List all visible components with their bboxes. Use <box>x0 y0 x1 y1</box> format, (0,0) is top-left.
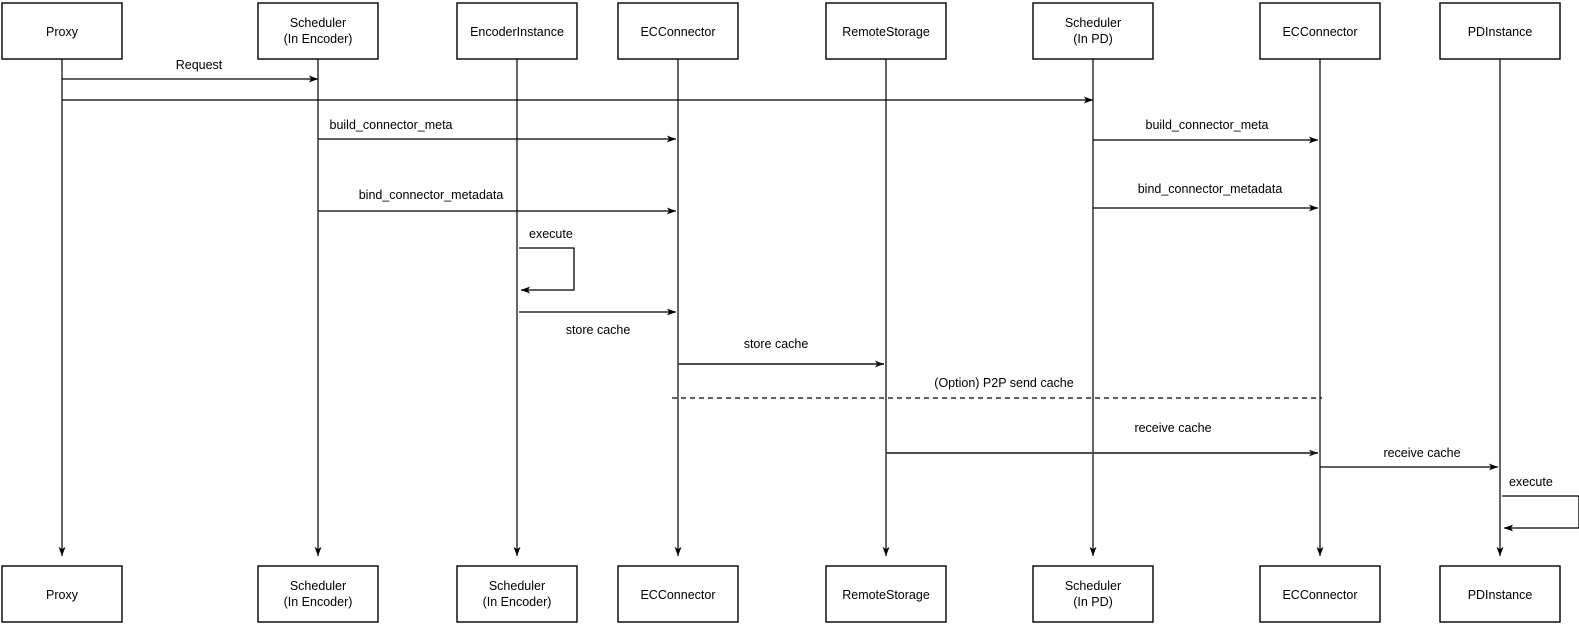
actor-label: EncoderInstance <box>470 25 564 39</box>
messages-layer: Request build_connector_meta build_connect… <box>62 58 1499 471</box>
bottom-actor-box-pd_inst[interactable]: PDInstance <box>1439 565 1561 623</box>
message-m5[interactable]: bind_connector_metadata <box>318 188 677 215</box>
bottom-actor-box-encoder_inst[interactable]: Scheduler (In Encoder) <box>456 565 578 623</box>
top-actor-box-encoder_inst[interactable]: EncoderInstance <box>456 2 578 60</box>
bottom-actor-box-proxy[interactable]: Proxy <box>1 565 123 623</box>
message-label: receive cache <box>1383 446 1460 460</box>
self-loop-s1[interactable]: execute <box>519 227 575 294</box>
actor-sublabel: (In Encoder) <box>284 32 353 46</box>
top-actor-boxes: Proxy Scheduler (In Encoder) EncoderInstanc… <box>1 2 1561 60</box>
top-actor-box-pd_inst[interactable]: PDInstance <box>1439 2 1561 60</box>
top-actor-box-sched_pd[interactable]: Scheduler (In PD) <box>1032 2 1154 60</box>
top-actor-box-sched_enc[interactable]: Scheduler (In Encoder) <box>257 2 379 60</box>
message-m11[interactable]: receive cache <box>1320 446 1499 471</box>
message-label: store cache <box>566 323 631 337</box>
message-label: build_connector_meta <box>330 118 453 132</box>
actor-label: ECConnector <box>1282 25 1357 39</box>
actor-label: Scheduler <box>290 579 346 593</box>
top-actor-box-ec_conn_pd[interactable]: ECConnector <box>1259 2 1381 60</box>
message-m6[interactable]: bind_connector_metadata <box>1093 182 1319 212</box>
message-m3[interactable]: build_connector_meta <box>318 118 677 143</box>
self-loop-path <box>1502 495 1579 532</box>
actor-label: PDInstance <box>1468 25 1533 39</box>
bottom-actor-box-ec_conn_pd[interactable]: ECConnector <box>1259 565 1381 623</box>
top-actor-box-remote_store[interactable]: RemoteStorage <box>825 2 947 60</box>
actor-label: PDInstance <box>1468 588 1533 602</box>
message-label: Request <box>176 58 223 72</box>
actor-label: ECConnector <box>640 588 715 602</box>
actor-label: Scheduler <box>290 16 346 30</box>
lifelines-layer <box>58 59 1504 557</box>
message-label: bind_connector_metadata <box>1138 182 1283 196</box>
actor-label: ECConnector <box>640 25 715 39</box>
message-label: store cache <box>744 337 809 351</box>
message-label: build_connector_meta <box>1146 118 1269 132</box>
message-m8[interactable]: store cache <box>678 337 885 368</box>
message-m7[interactable]: store cache <box>519 308 677 337</box>
actor-label: Scheduler <box>1065 16 1121 30</box>
message-label: bind_connector_metadata <box>359 188 504 202</box>
actor-label: Proxy <box>46 25 79 39</box>
self-loops-layer: execute execute <box>519 227 1579 532</box>
actor-sublabel: (In PD) <box>1073 595 1113 609</box>
bottom-actor-box-sched_enc[interactable]: Scheduler (In Encoder) <box>257 565 379 623</box>
actor-label: Scheduler <box>1065 579 1121 593</box>
bottom-actor-box-remote_store[interactable]: RemoteStorage <box>825 565 947 623</box>
actor-label: ECConnector <box>1282 588 1357 602</box>
bottom-actor-boxes: Proxy Scheduler (In Encoder) Scheduler (In E… <box>1 565 1561 623</box>
message-m9[interactable]: (Option) P2P send cache <box>672 376 1322 399</box>
top-actor-box-proxy[interactable]: Proxy <box>1 2 123 60</box>
actor-sublabel: (In PD) <box>1073 32 1113 46</box>
message-m4[interactable]: build_connector_meta <box>1093 118 1319 144</box>
message-m10[interactable]: receive cache <box>886 421 1319 457</box>
self-loop-label: execute <box>529 227 573 241</box>
self-loop-path <box>519 247 575 294</box>
actor-label: Scheduler <box>489 579 545 593</box>
message-label: receive cache <box>1134 421 1211 435</box>
self-loop-label: execute <box>1509 475 1553 489</box>
actor-sublabel: (In Encoder) <box>284 595 353 609</box>
actor-label: RemoteStorage <box>842 25 930 39</box>
message-m1[interactable]: Request <box>62 58 319 83</box>
message-label: (Option) P2P send cache <box>934 376 1073 390</box>
top-actor-box-ec_conn_enc[interactable]: ECConnector <box>617 2 739 60</box>
actor-sublabel: (In Encoder) <box>483 595 552 609</box>
bottom-actor-box-ec_conn_enc[interactable]: ECConnector <box>617 565 739 623</box>
actor-label: RemoteStorage <box>842 588 930 602</box>
actor-label: Proxy <box>46 588 79 602</box>
bottom-actor-box-sched_pd[interactable]: Scheduler (In PD) <box>1032 565 1154 623</box>
self-loop-s2[interactable]: execute <box>1502 475 1579 532</box>
